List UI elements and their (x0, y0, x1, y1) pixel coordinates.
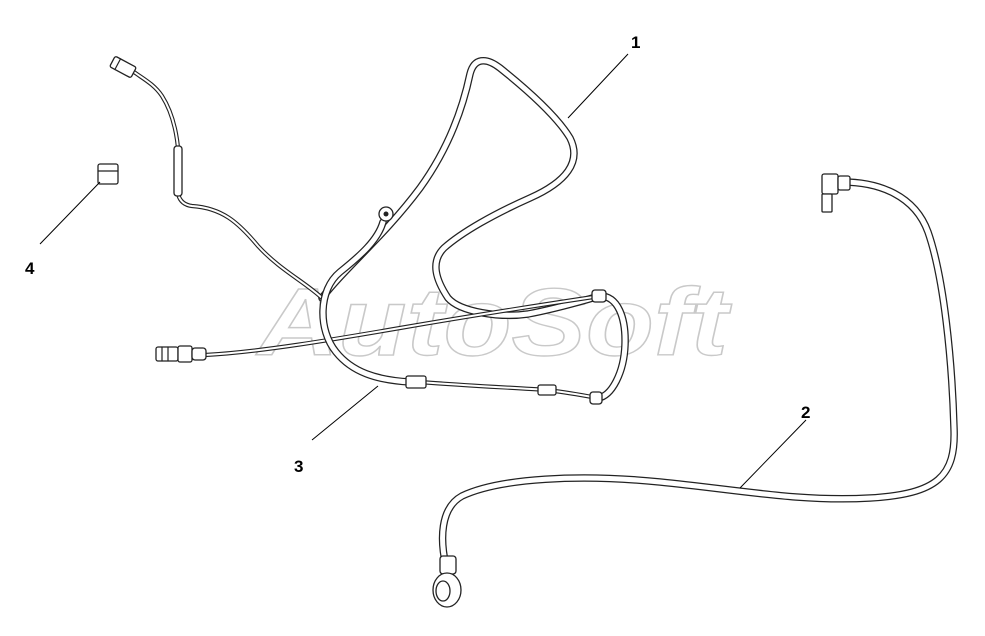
callout-1: 1 (631, 33, 640, 52)
leader-line-1 (567, 53, 629, 119)
leader-line-2 (739, 419, 807, 489)
callout-2: 2 (801, 403, 810, 422)
harness-1 (109, 56, 629, 405)
leader-line-3 (311, 385, 379, 441)
leader-line-4 (39, 181, 101, 245)
callout-3: 3 (294, 457, 303, 476)
cable-3 (319, 206, 427, 389)
callout-4: 4 (25, 259, 35, 278)
cap-4 (97, 163, 119, 185)
cable-2 (432, 173, 958, 608)
